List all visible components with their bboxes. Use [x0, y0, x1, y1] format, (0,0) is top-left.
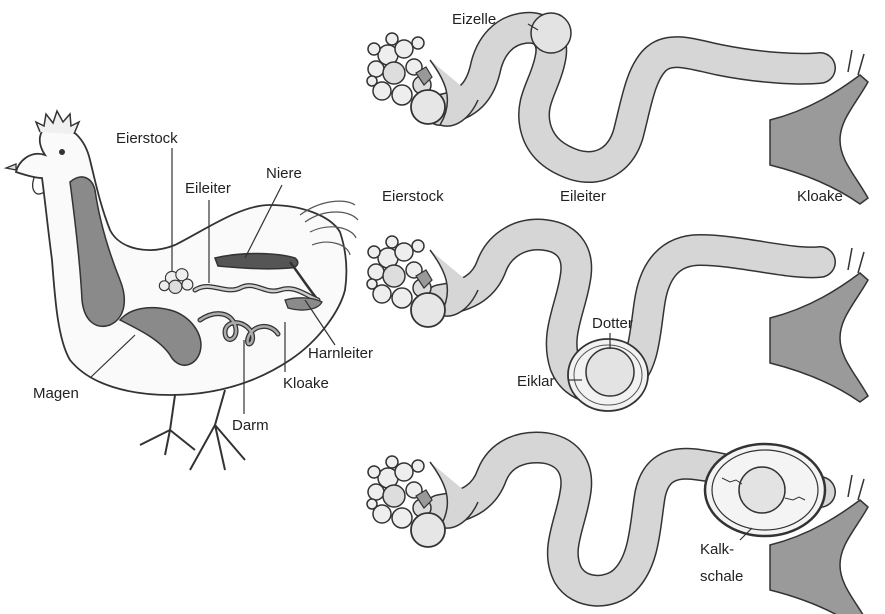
label-stage1-egg-cell: Eizelle [452, 12, 496, 27]
label-hen-kidney: Niere [266, 166, 302, 181]
stage2-ovary [367, 236, 445, 327]
hen-kidney [215, 254, 298, 269]
label-stage1-ovary: Eierstock [382, 189, 444, 204]
hen-beak [6, 164, 16, 170]
label-stage2-albumen: Eiklar [517, 374, 555, 389]
label-hen-ureter: Harnleiter [308, 346, 373, 361]
label-hen-cloaca: Kloake [283, 376, 329, 391]
hen-comb [36, 111, 79, 134]
label-stage3-shell-line2: schale [700, 569, 743, 584]
label-hen-oviduct: Eileiter [185, 181, 231, 196]
label-stage2-yolk: Dotter [592, 316, 633, 331]
hen-eye [59, 149, 65, 155]
stage-1-diagram [367, 13, 868, 204]
hen-figure [6, 111, 358, 470]
label-stage3-shell-line1: Kalk- [700, 542, 734, 557]
stage3-yolk [739, 467, 785, 513]
stage1-egg-cell [531, 13, 571, 53]
hen-leg-left [140, 395, 195, 455]
stage2-yolk [586, 348, 634, 396]
label-stage1-oviduct: Eileiter [560, 189, 606, 204]
stage1-oviduct-tube [440, 28, 820, 167]
label-hen-ovary: Eierstock [116, 131, 178, 146]
label-hen-intestine: Darm [232, 418, 269, 433]
stage1-ovary [367, 33, 445, 124]
label-stage1-cloaca: Kloake [797, 189, 843, 204]
stage-3-diagram [367, 444, 868, 614]
label-hen-stomach: Magen [33, 386, 79, 401]
